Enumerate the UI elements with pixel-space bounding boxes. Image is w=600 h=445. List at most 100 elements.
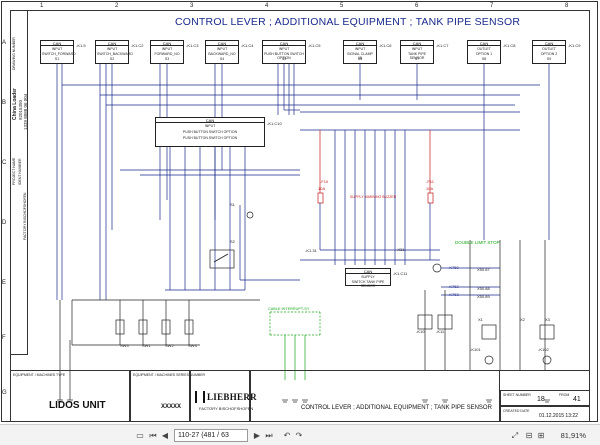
- can-module-6: CAN INPUT SIGNAL CLAMP 15 S6: [343, 40, 377, 64]
- row-marker: E: [2, 280, 7, 286]
- can-module-9: CAN OUTLET OPTION 2 S9: [532, 40, 566, 64]
- k11-label: -K11: [436, 329, 445, 334]
- can-module-7: CAN INPUT TANK PIPE SENSOR S7: [400, 40, 434, 64]
- can-module-4: CAN INPUT BACKWARD_NO S4: [205, 40, 239, 64]
- switch-symbol: [184, 319, 194, 335]
- f10-label: -F10: [320, 179, 329, 184]
- cable-interrupt-label: CABLE INTERRUPT-SY: [268, 307, 310, 311]
- pin-label: -K1.5: [76, 43, 86, 48]
- sw3-label: SW3: [188, 343, 197, 348]
- x2-label: X2: [520, 317, 525, 322]
- page-number-input[interactable]: 110-27 (481 / 63: [174, 429, 248, 442]
- switch-symbol: [115, 319, 125, 335]
- can-module-2: CAN INPUT SWITCH_BACKWARD S2: [95, 40, 133, 64]
- fuse-symbol: [427, 192, 434, 204]
- fit-icon[interactable]: ⤢: [511, 431, 519, 440]
- forward-icon[interactable]: ↷: [295, 431, 303, 440]
- column-marker: 3: [190, 3, 194, 9]
- column-marker: 5: [340, 3, 344, 9]
- x1-label: X1: [478, 317, 483, 322]
- column-marker: 6: [415, 3, 419, 9]
- pin-label: -K1.C10: [267, 121, 282, 126]
- sensor-symbol: [539, 324, 555, 340]
- zoom-level[interactable]: 81,91%: [560, 431, 586, 440]
- schematic-sheet: 1 2 3 4 5 6 7 8 A B C D E F G China Load…: [0, 0, 600, 424]
- pin-label: -K1.C7: [436, 43, 449, 48]
- x31-label: -X31: [396, 247, 405, 252]
- can-module-8: CAN OUTLET OPTION 1 S8: [467, 40, 501, 64]
- k101-label: -K101: [470, 347, 481, 352]
- drawing-title: CONTROL LEVER ; ADDITIONAL EQUIPMENT ; T…: [175, 16, 521, 28]
- pin-label: -K1.C8: [503, 43, 516, 48]
- brand-name: LIEBHERR: [207, 392, 257, 402]
- x5087-label: X50.87: [477, 267, 490, 272]
- row-marker: G: [2, 390, 7, 396]
- x3-label: X3: [545, 317, 550, 322]
- pin-label: -K1.C2: [131, 43, 144, 48]
- k752-label: -K752: [448, 284, 459, 289]
- can-module-supply: CAN SUPPLY SWITCH TANK PIPE SENSOR: [345, 268, 391, 288]
- sheet-title: CONTROL LEVER ; ADDITIONAL EQUIPMENT ; T…: [301, 405, 492, 411]
- pin-label: -K1.C9: [568, 43, 581, 48]
- viewer-toolbar: ▭ ⏮ ◀ 110-27 (481 / 63 ▶ ⏭ ↶ ↷ ⤢ ⊟ ⊞ 81,…: [0, 424, 600, 445]
- row-marker: B: [2, 100, 7, 106]
- side-strip: [10, 10, 28, 355]
- switch-symbol: [161, 319, 171, 335]
- column-marker: 4: [265, 3, 269, 9]
- k102-label: -K102: [538, 347, 549, 352]
- f11-label: -F11: [426, 179, 434, 184]
- column-marker: 7: [490, 3, 494, 9]
- k131-label: -K1.31: [305, 248, 317, 253]
- wire: [213, 253, 229, 263]
- k753-label: -K753: [448, 292, 459, 297]
- x5089-label: X50.89: [477, 294, 490, 299]
- fuse-a-label: 10A: [318, 186, 326, 191]
- can-module-1: CAN INPUT SWITCH_FORWARD S1: [40, 40, 76, 64]
- row-marker: C: [2, 160, 7, 166]
- row-marker: A: [2, 40, 7, 46]
- column-marker: 8: [565, 3, 569, 9]
- back-icon[interactable]: ↶: [283, 431, 291, 440]
- fuse-symbol: [317, 192, 324, 204]
- ground-terminal: [542, 355, 552, 365]
- k750-label: -K750: [448, 265, 459, 270]
- ground-terminal: [484, 355, 494, 365]
- factory-name: FACTORY BISCHOFSHOFEN: [199, 406, 254, 411]
- pin-label: -K1.C3: [186, 43, 199, 48]
- pin-label: -K1.C6: [379, 43, 392, 48]
- relay-coil-symbol: [432, 263, 442, 273]
- k10-label: -K10: [416, 329, 425, 334]
- s2-label: S2: [230, 239, 235, 244]
- row-marker: D: [2, 220, 7, 226]
- zoom-out-icon[interactable]: ⊟: [525, 431, 533, 440]
- title-block-brand: LIEBHERR FACTORY BISCHOFSHOFEN: [190, 370, 257, 422]
- pin-label: -K1.C11: [393, 271, 408, 276]
- prev-page-icon[interactable]: ◀: [161, 431, 169, 440]
- wiring-diagram: [56, 64, 555, 403]
- first-page-icon[interactable]: ⏮: [149, 431, 157, 440]
- title-block-machine: EQUIPMENT / MACHINES TYPE LIDOS UNIT: [10, 370, 130, 422]
- s1-label: S1: [230, 202, 235, 207]
- page-icon[interactable]: ▭: [136, 431, 144, 440]
- title-block-series: EQUIPMENT / MACHINES SERIES NUMBER XXXXX: [130, 370, 205, 422]
- x5088-label: X50.88: [477, 286, 490, 291]
- title-block-date: CREATED DATE 01.12.2015 13:22: [500, 406, 590, 422]
- last-page-icon[interactable]: ⏭: [265, 431, 273, 440]
- row-marker: F: [2, 335, 6, 341]
- liebherr-logo-icon: [195, 391, 205, 403]
- title-block-sheet: SHEET NUMBER 18 FROM 41: [500, 390, 590, 406]
- can-module-mid: CAN INPUT PUSH BUTTON SWITCH OPTION PUSH…: [155, 117, 265, 147]
- switch-symbol: [138, 319, 148, 335]
- sw1-label: SW1: [142, 343, 151, 348]
- double-limit-stop-label: DOUBLE LIMIT STOP: [455, 240, 500, 245]
- sensor-symbol: [481, 324, 497, 340]
- control-lever-symbol: [209, 249, 235, 269]
- next-page-icon[interactable]: ▶: [253, 431, 261, 440]
- supply-warning-label: SUPPLY WARNING BUZZER: [350, 195, 397, 199]
- sheet-total: 41: [573, 396, 581, 403]
- can-module-5: CAN INPUT PUSH BUTTON SWITCH OPTION S5: [262, 40, 306, 64]
- zoom-in-icon[interactable]: ⊞: [537, 431, 545, 440]
- pin-label: -K1.C4: [241, 43, 254, 48]
- pin-label: -K1.C5: [308, 43, 321, 48]
- column-marker: 1: [40, 3, 44, 9]
